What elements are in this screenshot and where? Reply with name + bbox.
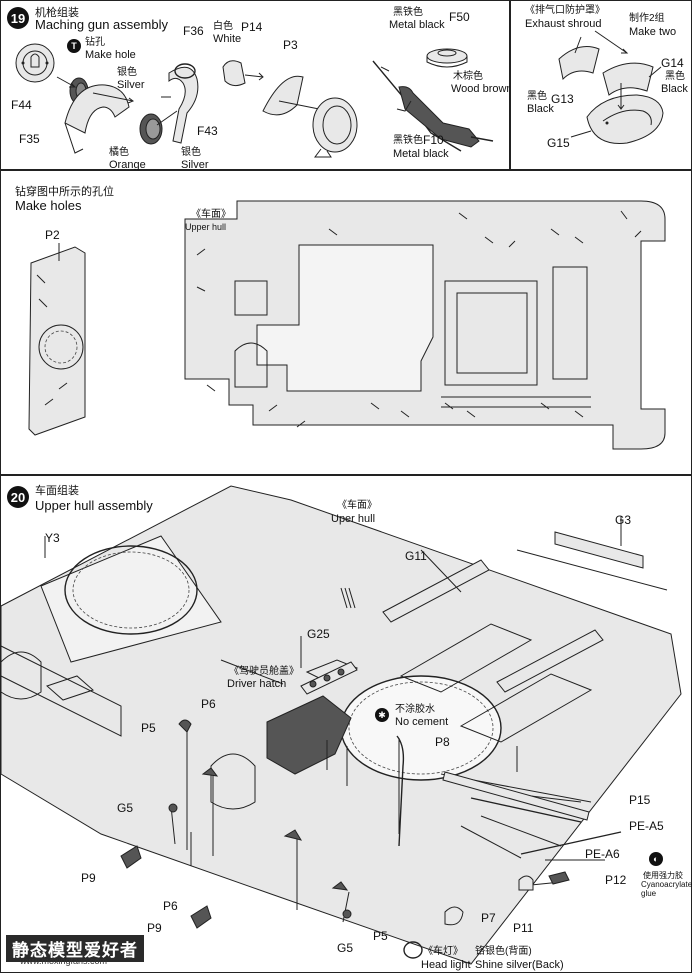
upper-hull-assembly-drawing <box>0 485 682 965</box>
exhaust-shroud-panel: 《排气口防护罩》 Exhaust shroud 制作2组 Make two G1… <box>510 0 692 170</box>
label-P2: P2 <box>45 228 60 242</box>
label-G25: G25 <box>307 627 330 641</box>
shine-silver-zh: 铬银色(背面) <box>475 946 532 957</box>
g14-color-zh: 黑色 <box>665 71 685 82</box>
cyano-zh: 使用强力胶 <box>643 871 683 880</box>
silver-en: Silver <box>117 79 145 91</box>
exhaust-title-zh: 《排气口防护罩》 <box>525 5 605 16</box>
step-number-badge: 19 <box>7 7 29 29</box>
driver-hatch-en: Driver hatch <box>227 678 287 690</box>
label-F35: F35 <box>19 132 40 146</box>
white-en: White <box>213 33 242 45</box>
label-P5-top: P5 <box>141 721 156 735</box>
step-title-zh: 车面组装 <box>35 485 79 497</box>
step19-panel: 19 机枪组装 Maching gun assembly <box>0 0 513 171</box>
shine-silver-en: Shine silver(Back) <box>475 959 564 971</box>
drill-icon: T <box>67 39 81 53</box>
exhaust-drawing <box>558 30 664 144</box>
step-title-en: Maching gun assembly <box>35 17 168 32</box>
label-P9-bottom: P9 <box>147 921 162 935</box>
no-cement-en: No cement <box>395 716 449 728</box>
label-P7: P7 <box>481 911 496 925</box>
label-G11: G11 <box>405 549 427 563</box>
step20-panel: 20 车面组装 Upper hull assembly <box>0 475 692 973</box>
wood-brown-en: Wood brown <box>451 83 513 95</box>
orange-zh: 橘色 <box>109 147 129 158</box>
label-P12: P12 <box>605 873 627 887</box>
silver2-zh: 银色 <box>181 147 201 158</box>
metal-black-en: Metal black <box>389 19 445 31</box>
silver-zh: 银色 <box>117 67 137 78</box>
g14-color-en: Black <box>661 83 688 95</box>
label-P14: P14 <box>241 20 263 34</box>
label-P9-top: P9 <box>81 871 96 885</box>
hull-holes-drawing <box>28 200 666 450</box>
holes-title-zh: 钻穿图中所示的孔位 <box>15 186 114 198</box>
cyano-en: Cyanoacrylate glue <box>641 880 692 898</box>
label-G14: G14 <box>661 56 684 70</box>
label-G13: G13 <box>551 92 574 106</box>
label-PE-A6: PE-A6 <box>585 847 620 861</box>
label-P6-top: P6 <box>201 697 216 711</box>
label-G3: G3 <box>615 513 632 527</box>
glue-icon: ◐ <box>649 852 663 866</box>
watermark-url: www.moxingfans.com <box>20 956 108 966</box>
label-P6-bottom: P6 <box>163 899 178 913</box>
white-zh: 白色 <box>213 21 233 32</box>
label-PE-A5: PE-A5 <box>629 819 664 833</box>
make-holes-panel: 钻穿图中所示的孔位 Make holes P2 《车面》 Upper hull <box>0 170 692 475</box>
orange-en: Orange <box>109 159 146 171</box>
headlight-en: Head light <box>421 959 471 971</box>
upper-hull-zh: 《车面》 <box>191 209 231 220</box>
label-Y3: Y3 <box>45 531 60 545</box>
exhaust-title-en: Exhaust shroud <box>525 18 602 30</box>
label-F50: F50 <box>449 10 470 24</box>
silver2-en: Silver <box>181 159 209 171</box>
label-P15: P15 <box>629 793 651 807</box>
wood-brown-zh: 木棕色 <box>453 71 483 82</box>
black-zh: 黑色 <box>527 91 547 102</box>
label-F43: F43 <box>197 124 218 138</box>
label-F36: F36 <box>183 24 204 38</box>
label-F10: F10 <box>423 133 444 147</box>
label-F44: F44 <box>11 98 32 112</box>
metal-black2-en: Metal black <box>393 148 449 160</box>
label-G5-bottom: G5 <box>337 941 354 955</box>
step-number-badge: 20 <box>7 486 29 508</box>
no-cement-zh: 不涂胶水 <box>395 704 435 715</box>
metal-black2-zh: 黑铁色 <box>393 135 423 146</box>
metal-black-zh: 黑铁色 <box>393 7 423 18</box>
holes-title-en: Make holes <box>15 198 82 213</box>
make-two-en: Make two <box>629 26 677 38</box>
step-title-zh: 机枪组装 <box>35 7 79 19</box>
label-P8: P8 <box>435 735 450 749</box>
label-G15: G15 <box>547 136 570 150</box>
machine-gun-drawing <box>15 43 494 158</box>
upper-hull-en: Upper hull <box>185 222 227 232</box>
label-P11: P11 <box>513 921 534 935</box>
headlight-zh: 《车灯》 <box>423 946 463 957</box>
step-title-en: Upper hull assembly <box>35 498 153 513</box>
label-G5-top: G5 <box>117 801 134 815</box>
black-en: Black <box>527 103 554 115</box>
make-hole-zh: 钻孔 <box>85 37 105 48</box>
watermark-logo: 静态模型爱好者 <box>6 935 144 962</box>
no-cement-icon: ✱ <box>375 708 389 722</box>
label-P5-bottom: P5 <box>373 929 388 943</box>
upper-hull-en: Uper hull <box>331 513 376 525</box>
make-hole-en: Make hole <box>85 49 136 61</box>
label-P3: P3 <box>283 38 298 52</box>
make-two-zh: 制作2组 <box>629 13 665 24</box>
upper-hull-zh: 《车面》 <box>337 500 377 511</box>
driver-hatch-zh: 《驾驶员舱盖》 <box>229 666 299 677</box>
